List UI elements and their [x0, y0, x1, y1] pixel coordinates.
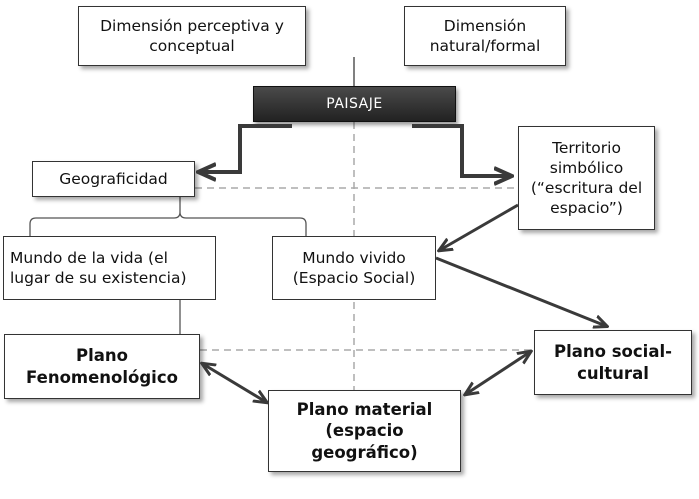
dimension-natural-box: Dimensión natural/formal: [404, 6, 566, 66]
plano-fenomenologico-label: Plano Fenomenológico: [26, 346, 178, 387]
plano-material-box: Plano material (espacio geográfico): [268, 390, 461, 472]
mundo-vivido-label: Mundo vivido (Espacio Social): [292, 248, 416, 287]
dimension-natural-label: Dimensión natural/formal: [429, 16, 541, 55]
mundo-de-la-vida-label: Mundo de la vida (el lugar de su existen…: [10, 248, 187, 287]
geograficidad-label: Geograficidad: [59, 169, 168, 188]
plano-social-cultural-box: Plano social- cultural: [534, 330, 692, 395]
territorio-simbolico-label: Territorio simbólico (“escritura del esp…: [530, 138, 643, 218]
dimension-perceptiva-box: Dimensión perceptiva y conceptual: [78, 6, 306, 66]
geograficidad-bracket: [29, 197, 307, 236]
mundo-vivido-box: Mundo vivido (Espacio Social): [272, 236, 436, 300]
mundo-de-la-vida-box: Mundo de la vida (el lugar de su existen…: [3, 236, 216, 300]
plano-social-cultural-label: Plano social- cultural: [554, 342, 672, 383]
geograficidad-box: Geograficidad: [32, 161, 195, 197]
paisaje-box: PAISAJE: [253, 86, 456, 122]
dimension-perceptiva-label: Dimensión perceptiva y conceptual: [100, 16, 284, 55]
territorio-simbolico-box: Territorio simbólico (“escritura del esp…: [518, 126, 655, 230]
plano-fenomenologico-box: Plano Fenomenológico: [4, 334, 200, 399]
plano-material-label: Plano material (espacio geográfico): [296, 399, 433, 462]
paisaje-label: PAISAJE: [326, 96, 383, 112]
